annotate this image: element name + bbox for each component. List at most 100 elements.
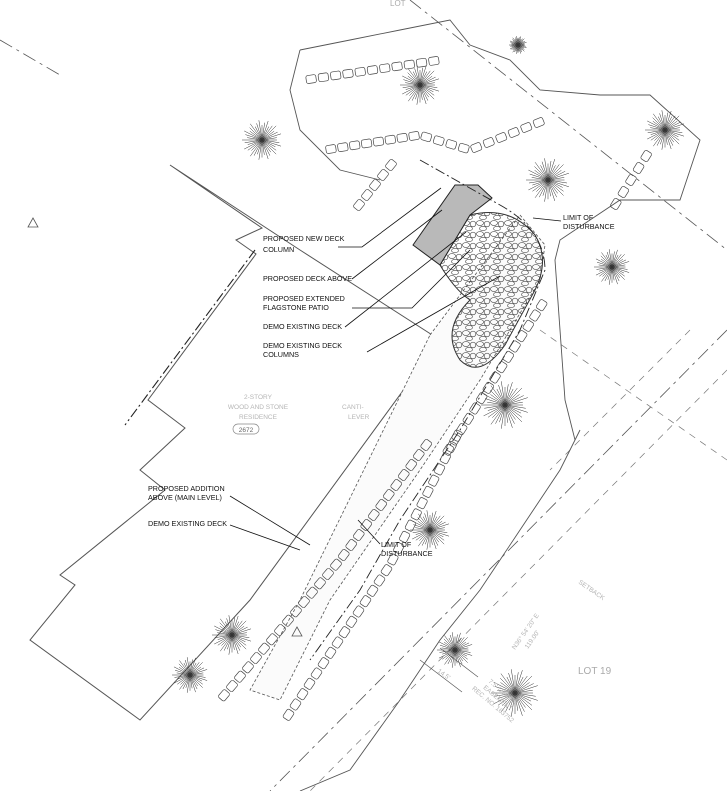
wall-stone [369, 179, 381, 191]
callout-flagstone-2: FLAGSTONE PATIO [263, 303, 329, 312]
wall-stone [408, 131, 420, 141]
tree-icon [172, 657, 208, 693]
wall-stone [416, 497, 428, 510]
wall-stone [383, 489, 395, 501]
wall-stone [469, 402, 481, 415]
wall-stone [360, 138, 373, 149]
wall-stone [354, 67, 366, 77]
wall-stone [274, 624, 286, 636]
wall-stone [282, 614, 294, 627]
wall-stone [420, 439, 432, 451]
wall-stone [457, 142, 470, 154]
setback-lines [309, 329, 727, 791]
callout-demo-columns-1: DEMO EXISTING DECK [263, 341, 342, 350]
wall-stone [390, 479, 402, 491]
wall-stone [529, 309, 541, 322]
tree-icon [594, 249, 630, 285]
wall-stone [415, 57, 428, 68]
callout-limit-upper-1: LIMIT OF [563, 213, 594, 222]
tree-icon [437, 632, 473, 668]
wall-stone [420, 131, 433, 143]
lot-label: LOT 19 [578, 666, 612, 677]
wall-stone [266, 633, 278, 646]
wall-stone [509, 340, 521, 353]
callout-limit-upper-2: DISTURBANCE [563, 222, 615, 231]
wall-stone [322, 568, 334, 580]
wall-stone [428, 474, 440, 487]
wall-stone [428, 56, 440, 66]
wall-stone [410, 508, 422, 521]
wall-stone [359, 595, 372, 608]
wall-stone [298, 596, 310, 608]
wall-stone [379, 63, 391, 73]
residence-line-2: WOOD AND STONE [228, 404, 289, 411]
residence-number: 2672 [239, 427, 254, 434]
wall-stone [640, 150, 652, 162]
callout-demo-columns-2: COLUMNS [263, 350, 299, 359]
wall-stone [625, 174, 637, 186]
wall-stone [306, 586, 318, 599]
wall-stone [489, 371, 501, 384]
callout-new-deck-column-1: PROPOSED NEW DECK [263, 234, 345, 243]
wall-stone [338, 549, 350, 561]
wall-stone [373, 574, 386, 587]
stone-walls [218, 56, 652, 721]
tree-icon [400, 65, 440, 105]
wall-stone [413, 449, 425, 461]
wall-stone [303, 677, 316, 690]
wall-stone [399, 530, 411, 543]
wall-stone [353, 529, 365, 541]
wall-stone [353, 199, 365, 211]
wall-stone [522, 319, 534, 332]
residence-outline [29, 164, 441, 721]
callout-addition-1: PROPOSED ADDITION [148, 484, 225, 493]
wall-stone [345, 539, 357, 551]
wall-stone [337, 142, 349, 152]
wall-stone [532, 117, 545, 128]
wall-stone [366, 584, 379, 597]
house-dash-line [124, 249, 256, 426]
triangle-marker [27, 217, 39, 228]
wall-stone [368, 509, 380, 521]
wall-stone [384, 134, 396, 145]
wall-stone [520, 122, 533, 133]
wall-stone [393, 542, 405, 555]
callout-limit-lower-2: DISTURBANCE [381, 549, 433, 558]
leader-lines [229, 187, 562, 551]
wall-stone [289, 698, 302, 711]
wall-stone [391, 61, 403, 72]
wall-stone [305, 74, 317, 84]
wall-stone [218, 689, 230, 702]
wall-stone [482, 381, 494, 394]
wall-stone [366, 65, 379, 75]
wall-stone [290, 605, 302, 618]
tree-icon [491, 669, 538, 717]
wall-stone [250, 652, 262, 664]
wall-stone [434, 463, 446, 476]
wall-stone [442, 443, 454, 456]
cantilever-2: LEVER [348, 414, 370, 421]
callout-demo-deck-upper: DEMO EXISTING DECK [263, 322, 342, 331]
wall-stone [352, 605, 365, 618]
residence-line-3: RESIDENCE [239, 414, 278, 421]
wall-stone [342, 68, 354, 79]
tree-icon [212, 615, 252, 655]
setback-text: SETBACK [577, 579, 606, 603]
wall-stone [405, 459, 417, 471]
wall-stone [338, 626, 351, 639]
tree-icon [509, 36, 527, 54]
wall-stone [496, 361, 508, 374]
wall-stone [456, 423, 468, 436]
dimension-text: 14.5' [436, 668, 451, 682]
wall-stone [317, 72, 330, 83]
tree-icon [481, 381, 528, 429]
callout-limit-lower-1: LIMIT OF [381, 540, 412, 549]
wall-stone [360, 519, 372, 531]
wall-stone [345, 615, 358, 628]
tree-icon [645, 110, 685, 150]
tree-icon [526, 158, 570, 202]
wall-stone [476, 392, 488, 405]
site-boundary-west [289, 49, 381, 181]
